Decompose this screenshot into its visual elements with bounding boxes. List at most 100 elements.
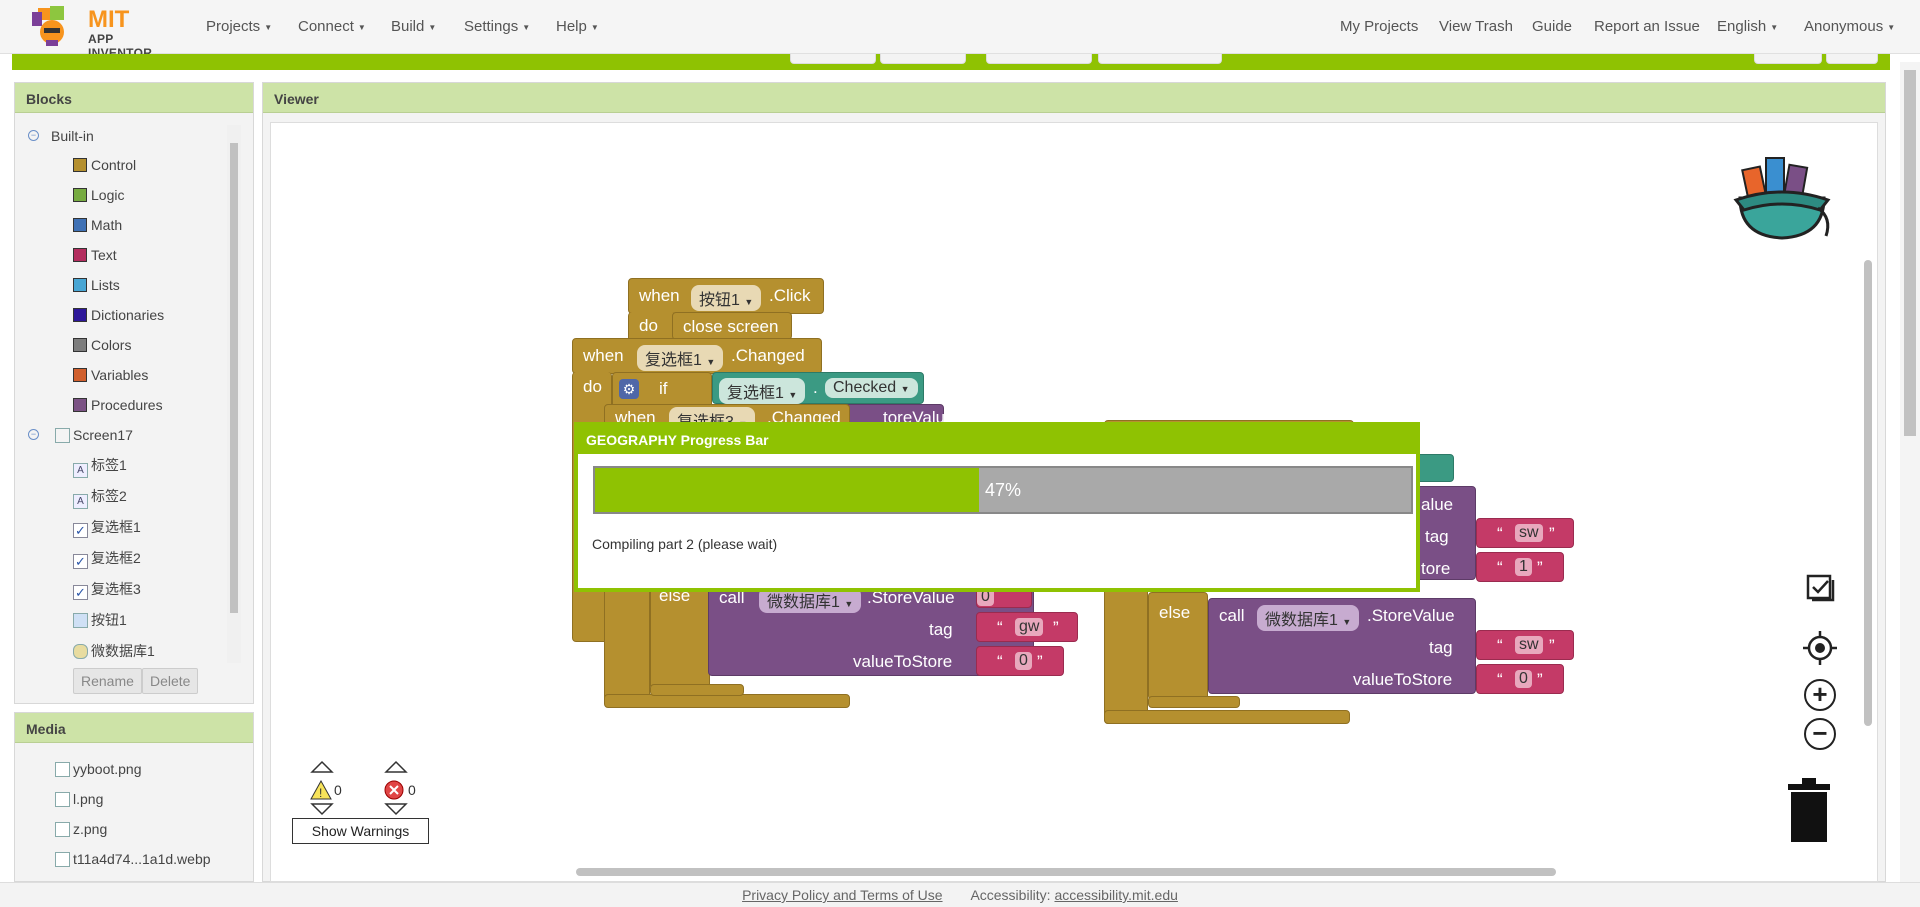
toolbar-tab[interactable] [1754, 54, 1822, 64]
checkbox-checked-getter[interactable]: 复选框1 ▼ . Checked ▼ [712, 372, 924, 404]
text-block-sw[interactable]: “ sw ” [1476, 518, 1574, 548]
media-file[interactable]: l.png [55, 789, 103, 809]
trash-icon[interactable] [1786, 778, 1832, 844]
partial-storevalue-block[interactable]: alue tag tore [1412, 486, 1476, 580]
language-label: English [1717, 18, 1767, 35]
link-view-trash[interactable]: View Trash [1439, 18, 1513, 35]
tree-item-label: Procedures [91, 397, 163, 413]
arrow-up-icon[interactable] [310, 760, 334, 774]
app-inventor-logo[interactable]: MIT APP INVENTOR [30, 4, 180, 60]
tree-builtin[interactable]: Built-in [51, 128, 94, 144]
text-block-zero[interactable]: “ 0 ” [1476, 664, 1564, 694]
svg-text:!: ! [319, 786, 322, 800]
scrollbar-thumb[interactable] [1864, 260, 1872, 726]
if-block[interactable]: ⚙ if [612, 372, 712, 408]
media-file[interactable]: yyboot.png [55, 759, 142, 779]
collapse-icon[interactable]: − [28, 130, 39, 141]
arrow-down-icon[interactable] [384, 802, 408, 816]
toolbar-tab[interactable] [790, 54, 876, 64]
link-my-projects[interactable]: My Projects [1340, 18, 1419, 35]
tree-item-colors[interactable]: Colors [73, 335, 131, 355]
blocks-tree-scrollbar[interactable] [227, 125, 241, 663]
workspace-horizontal-scrollbar[interactable] [576, 866, 1556, 878]
component-dropdown[interactable]: 微数据库1 ▼ [1257, 605, 1360, 631]
tree-component-tinydb1[interactable]: 微数据库1 [73, 641, 155, 661]
text-value[interactable]: gw [1015, 618, 1044, 636]
menu-connect[interactable]: Connect▼ [298, 18, 366, 35]
text-value[interactable]: sw [1515, 524, 1543, 542]
show-warnings-button[interactable]: Show Warnings [292, 818, 429, 844]
tree-component-checkbox3[interactable]: ✓复选框3 [73, 579, 141, 600]
checklist-icon[interactable] [1804, 572, 1836, 604]
backpack-icon[interactable] [1730, 148, 1834, 242]
scrollbar-thumb[interactable] [1904, 70, 1916, 436]
block-keyword: if [659, 379, 668, 398]
tree-item-procedures[interactable]: Procedures [73, 395, 163, 415]
text-value[interactable]: sw [1515, 636, 1543, 654]
toolbar-tab[interactable] [880, 54, 966, 64]
tree-item-text[interactable]: Text [73, 245, 117, 265]
tree-component-checkbox2[interactable]: ✓复选框2 [73, 548, 141, 569]
scrollbar-thumb[interactable] [230, 143, 238, 613]
arrow-down-icon[interactable] [310, 802, 334, 816]
text-block-gw[interactable]: “ gw ” [976, 612, 1078, 642]
block-keyword: when [583, 346, 624, 365]
dropdown-value: 按钮1 [699, 292, 740, 309]
gear-icon[interactable]: ⚙ [619, 379, 639, 399]
accessibility-link[interactable]: accessibility.mit.edu [1054, 887, 1178, 903]
accessibility-label: Accessibility: [970, 887, 1051, 903]
text-value[interactable]: 0 [1015, 652, 1032, 670]
link-report-issue[interactable]: Report an Issue [1594, 18, 1700, 35]
close-screen-block[interactable]: close screen [672, 312, 792, 340]
scrollbar-thumb[interactable] [576, 868, 1556, 876]
workspace-vertical-scrollbar[interactable] [1862, 260, 1874, 726]
logo-icon [32, 6, 64, 46]
page-vertical-scrollbar[interactable] [1900, 62, 1920, 882]
text-value[interactable]: 1 [1515, 558, 1532, 576]
text-block-sw[interactable]: “ sw ” [1476, 630, 1574, 660]
user-menu[interactable]: Anonymous▼ [1804, 18, 1895, 35]
menu-build[interactable]: Build▼ [391, 18, 436, 35]
text-value[interactable]: 0 [1515, 670, 1532, 688]
property-dropdown[interactable]: Checked ▼ [825, 378, 918, 398]
media-file[interactable]: t11a4d74...1a1d.webp [55, 849, 211, 869]
tree-item-variables[interactable]: Variables [73, 365, 148, 385]
component-dropdown[interactable]: 按钮1 ▼ [691, 285, 762, 311]
event-name: .Changed [731, 346, 805, 365]
event-block-button-click[interactable]: when 按钮1 ▼ .Click [628, 278, 824, 314]
tree-component-checkbox1[interactable]: ✓复选框1 [73, 517, 141, 538]
rename-button[interactable]: Rename [73, 668, 142, 694]
tree-item-dictionaries[interactable]: Dictionaries [73, 305, 164, 325]
privacy-policy-link[interactable]: Privacy Policy and Terms of Use [742, 887, 943, 903]
toolbar-tab[interactable] [1098, 54, 1222, 64]
event-block-checkbox1-changed[interactable]: when 复选框1 ▼ .Changed [572, 338, 822, 374]
tree-screen[interactable]: Screen17 [55, 425, 133, 445]
tree-item-lists[interactable]: Lists [73, 275, 120, 295]
arrow-up-icon[interactable] [384, 760, 408, 774]
menu-projects[interactable]: Projects▼ [206, 18, 272, 35]
delete-button[interactable]: Delete [142, 668, 199, 694]
text-value[interactable]: 0 [977, 588, 994, 606]
tree-component-button1[interactable]: 按钮1 [73, 610, 127, 630]
link-guide[interactable]: Guide [1532, 18, 1573, 35]
text-block-zero[interactable]: “ 0 ” [976, 646, 1064, 676]
text-block-one[interactable]: “ 1 ” [1476, 552, 1564, 582]
toolbar-tab[interactable] [986, 54, 1092, 64]
zoom-out-icon[interactable]: − [1804, 718, 1836, 750]
tree-item-math[interactable]: Math [73, 215, 122, 235]
tinydb-storevalue-block[interactable]: call 微数据库1 ▼ .StoreValue tag valueToStor… [1208, 598, 1476, 694]
collapse-icon[interactable]: − [28, 429, 39, 440]
component-dropdown[interactable]: 复选框1 ▼ [719, 378, 806, 404]
menu-help[interactable]: Help▼ [556, 18, 599, 35]
tree-item-control[interactable]: Control [73, 155, 136, 175]
recenter-icon[interactable] [1802, 630, 1838, 666]
component-dropdown[interactable]: 复选框1 ▼ [637, 345, 724, 371]
tree-item-logic[interactable]: Logic [73, 185, 124, 205]
toolbar-tab[interactable] [1826, 54, 1878, 64]
media-file[interactable]: z.png [55, 819, 107, 839]
menu-settings[interactable]: Settings▼ [464, 18, 530, 35]
zoom-in-icon[interactable]: + [1804, 679, 1836, 711]
language-menu[interactable]: English▼ [1717, 18, 1778, 35]
